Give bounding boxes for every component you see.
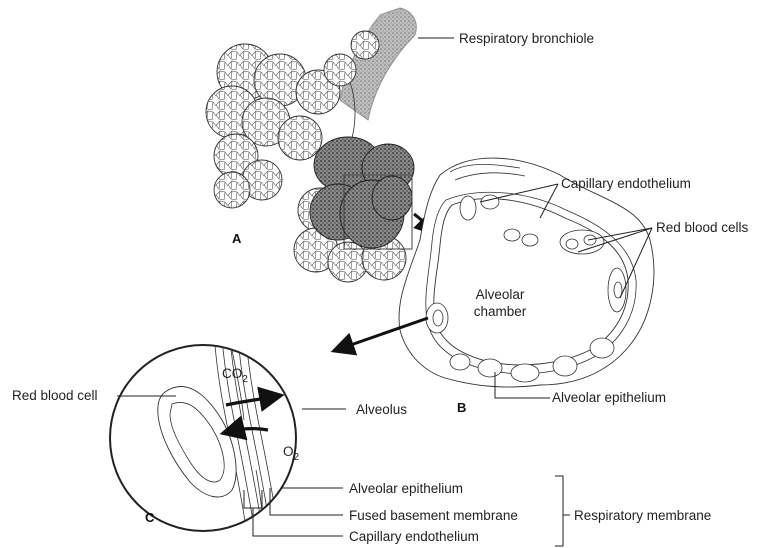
capillary-endothelium-top-label: Capillary endothelium xyxy=(561,176,691,191)
alveolar-epithelium-c-label: Alveolar epithelium xyxy=(349,481,463,496)
alveolar-chamber-label-line2: chamber xyxy=(474,304,527,319)
respiratory-bronchiole-label: Respiratory bronchiole xyxy=(459,31,594,46)
respiratory-membrane-bracket xyxy=(555,476,563,546)
panel-a-letter: A xyxy=(232,231,242,246)
alveolar-chamber-illustration xyxy=(399,158,654,387)
panel-b-letter: B xyxy=(457,400,466,415)
panel-c-letter: C xyxy=(145,510,155,525)
respiratory-membrane-closeup xyxy=(110,340,296,540)
alveolar-chamber-label-line1: Alveolar xyxy=(476,287,525,302)
fused-basement-membrane-leader xyxy=(270,488,343,515)
capillary-endothelium-bottom-label: Capillary endothelium xyxy=(349,529,479,544)
red-blood-cells-label: Red blood cells xyxy=(656,220,749,235)
alveolar-epithelium-b-label: Alveolar epithelium xyxy=(552,390,666,405)
respiratory-membrane-label: Respiratory membrane xyxy=(574,508,711,523)
alveolus-label: Alveolus xyxy=(356,402,407,417)
fused-basement-membrane-label: Fused basement membrane xyxy=(349,508,518,523)
red-blood-cell-label: Red blood cell xyxy=(12,388,98,403)
capillary-endothelium-bottom-leader xyxy=(253,508,343,536)
